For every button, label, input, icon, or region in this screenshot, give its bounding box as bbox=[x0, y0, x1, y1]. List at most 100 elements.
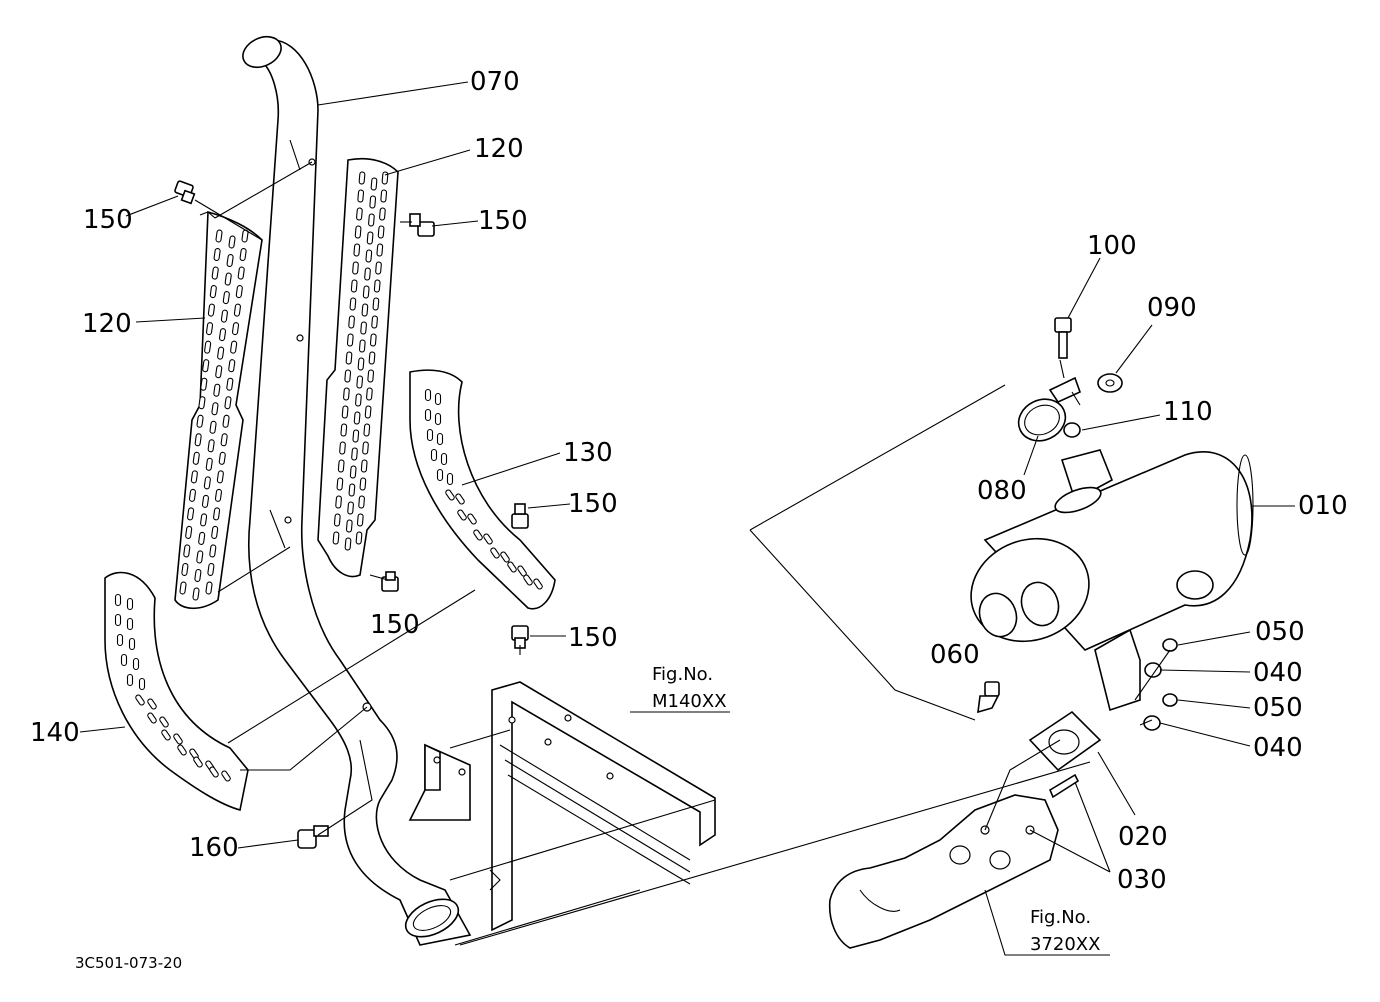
perforation-slot bbox=[340, 423, 348, 437]
callout-090: 090 bbox=[1147, 293, 1197, 323]
perforation-slot bbox=[455, 493, 465, 505]
perforation-slot bbox=[357, 357, 365, 371]
perforation-slot bbox=[196, 414, 204, 428]
perforation-slot bbox=[366, 231, 374, 245]
perforation-slot bbox=[200, 377, 208, 391]
perforation-slot bbox=[179, 581, 187, 595]
ref-3720xx-line1: Fig.No. bbox=[1030, 907, 1091, 928]
callout-050-top: 050 bbox=[1255, 617, 1305, 647]
perforation-slot bbox=[473, 529, 483, 541]
washer-050-top bbox=[1162, 638, 1178, 652]
perforation-slot bbox=[332, 531, 340, 545]
perforation-slot bbox=[126, 597, 134, 611]
callout-050-low: 050 bbox=[1253, 693, 1303, 723]
perforation-slot bbox=[187, 507, 195, 521]
perforation-slot bbox=[239, 248, 247, 262]
perforation-slot bbox=[436, 468, 444, 482]
perforation-slot bbox=[204, 340, 212, 354]
perforation-slot bbox=[194, 568, 202, 582]
exhaust-manifold-part bbox=[828, 794, 1059, 949]
bolt-150-mid bbox=[381, 571, 399, 592]
perforation-slot bbox=[426, 428, 434, 442]
perforation-slot bbox=[369, 333, 377, 347]
perforation-slot bbox=[216, 470, 224, 484]
perforation-slot bbox=[228, 359, 236, 373]
perforation-slot bbox=[207, 439, 215, 453]
perforation-slot bbox=[348, 483, 356, 497]
perforation-slot bbox=[218, 451, 226, 465]
perforation-slot bbox=[161, 729, 171, 741]
perforation-slot bbox=[366, 387, 373, 401]
perforation-slot bbox=[344, 369, 352, 383]
callout-140: 140 bbox=[30, 718, 80, 748]
perforation-slot bbox=[436, 432, 444, 446]
perforation-slot bbox=[192, 451, 200, 465]
callout-labels: 070 120 150 150 120 130 150 150 150 140 … bbox=[30, 67, 1348, 895]
drawing-code: 3C501-073-20 bbox=[75, 954, 182, 972]
callout-100: 100 bbox=[1087, 231, 1137, 261]
perforation-slot bbox=[205, 581, 213, 595]
frame-part bbox=[489, 681, 716, 932]
perforation-slot bbox=[357, 189, 365, 203]
gasket-part bbox=[1028, 710, 1102, 772]
perforation-slot bbox=[228, 235, 236, 249]
perforation-slot bbox=[230, 340, 238, 354]
perforation-slot bbox=[440, 452, 448, 466]
perforation-slot bbox=[339, 441, 346, 455]
perforation-slot bbox=[126, 673, 134, 687]
perforation-slot bbox=[379, 207, 386, 221]
perforation-slot bbox=[349, 465, 357, 479]
perforation-slot bbox=[198, 396, 206, 410]
perforation-slot bbox=[132, 657, 140, 671]
perforation-slot bbox=[372, 297, 380, 311]
callout-120-right: 120 bbox=[474, 134, 524, 164]
perforation-slot bbox=[457, 509, 467, 521]
perforation-slot bbox=[367, 369, 375, 383]
perforation-slot bbox=[533, 578, 543, 590]
perforation-slot bbox=[500, 551, 510, 563]
perforation-slot bbox=[352, 261, 359, 275]
perforation-slot bbox=[345, 519, 353, 533]
perforation-slot bbox=[207, 303, 215, 317]
perforation-slot bbox=[343, 387, 350, 401]
perforation-slot bbox=[222, 291, 230, 305]
perforation-slot bbox=[434, 412, 442, 426]
perforation-slot bbox=[207, 562, 215, 576]
perforation-slot bbox=[349, 297, 357, 311]
perforation-slot bbox=[222, 414, 230, 428]
ref-3720xx-line2: 3720XX bbox=[1030, 934, 1100, 955]
perforation-slot bbox=[337, 459, 345, 473]
perforation-slot bbox=[231, 322, 240, 336]
perforation-slot bbox=[213, 248, 221, 262]
perforation-slot bbox=[353, 411, 361, 425]
perforation-slot bbox=[215, 229, 223, 243]
perforation-slot bbox=[202, 359, 210, 373]
perforation-slot bbox=[424, 408, 432, 422]
heat-shield-left-part bbox=[174, 210, 263, 610]
perforation-slot bbox=[192, 587, 200, 601]
ref-m140xx-line1: Fig.No. bbox=[652, 664, 713, 685]
perforation-slot bbox=[205, 322, 214, 336]
figure-reference-3720xx: Fig.No. 3720XX bbox=[1030, 907, 1100, 955]
perforation-slot bbox=[147, 712, 157, 724]
perforation-slot bbox=[360, 321, 367, 335]
perforation-slot bbox=[445, 489, 455, 501]
perforation-slot bbox=[214, 488, 223, 502]
perforation-slot bbox=[193, 756, 203, 768]
perforation-slot bbox=[350, 279, 358, 293]
perforation-slot bbox=[483, 533, 493, 545]
perforation-slot bbox=[430, 448, 438, 462]
perforation-slot bbox=[333, 513, 341, 527]
perforation-slot bbox=[375, 261, 382, 275]
callout-160: 160 bbox=[189, 833, 239, 863]
perforation-slot bbox=[352, 429, 360, 443]
perforation-slot bbox=[381, 171, 389, 185]
perforation-slot bbox=[364, 267, 371, 281]
callout-130: 130 bbox=[563, 438, 613, 468]
perforation-slot bbox=[341, 405, 349, 419]
bolt-150-top-left bbox=[174, 180, 196, 205]
perforation-slot bbox=[351, 447, 358, 461]
perforation-slot bbox=[209, 285, 217, 299]
perforation-slot bbox=[211, 525, 219, 539]
